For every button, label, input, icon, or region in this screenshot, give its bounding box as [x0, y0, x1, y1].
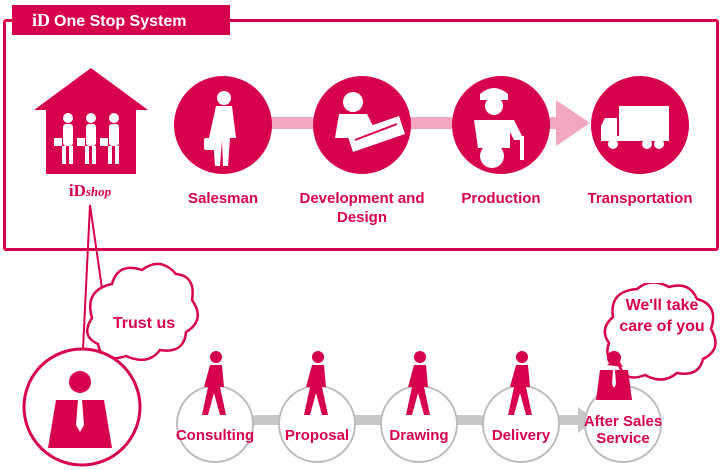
- arrow-1-body: [260, 117, 320, 129]
- designer-icon: [335, 92, 405, 152]
- truck-icon: [601, 106, 669, 149]
- walking-person-icon: [202, 351, 226, 415]
- salesman-circle: [174, 76, 272, 174]
- step-connector-1: [250, 415, 280, 425]
- walking-person-icon: [406, 351, 430, 415]
- step-connector-3: [454, 415, 484, 425]
- service-person-icon: [596, 351, 632, 400]
- step-connector-4: [556, 415, 582, 425]
- step-circle-delivery: [482, 385, 560, 463]
- pipeline-label-transportation: Transportation: [587, 190, 693, 207]
- salesman-icon: [204, 91, 236, 166]
- one-stop-system-frame: [3, 19, 719, 251]
- step-label-proposal: Proposal: [284, 427, 350, 444]
- shop-logo-brand: iD: [68, 181, 86, 200]
- step-circle-proposal: [278, 385, 356, 463]
- brand-logo: iD: [32, 10, 50, 30]
- step-connector-2: [352, 415, 382, 425]
- arrow-2-body: [398, 117, 458, 129]
- walking-person-icon: [304, 351, 328, 415]
- shop-logo: iDshop: [55, 181, 125, 201]
- system-title: One Stop System: [54, 13, 187, 30]
- step-label-consulting: Consulting: [175, 427, 255, 444]
- pipeline-label-salesman: Salesman: [187, 190, 259, 207]
- development-circle: [313, 76, 411, 174]
- step-label-after-sales: After Sales Service: [583, 413, 663, 447]
- step-label-delivery: Delivery: [491, 427, 551, 444]
- pipeline-label-development: Development and Design: [299, 190, 425, 226]
- shop-logo-suffix: shop: [85, 184, 112, 199]
- worker-icon: [474, 88, 524, 168]
- arrow-head: [556, 100, 590, 146]
- transportation-circle: [591, 76, 689, 174]
- walking-person-icon: [508, 351, 532, 415]
- consultant-callout: [22, 204, 199, 467]
- step-label-drawing: Drawing: [389, 427, 449, 444]
- speech-take-care: We'll take care of you: [619, 297, 705, 335]
- speech-trust-us: Trust us: [112, 315, 176, 332]
- shop-house-icon: [34, 68, 148, 174]
- production-circle: [452, 76, 550, 174]
- pipeline-label-production: Production: [461, 190, 541, 207]
